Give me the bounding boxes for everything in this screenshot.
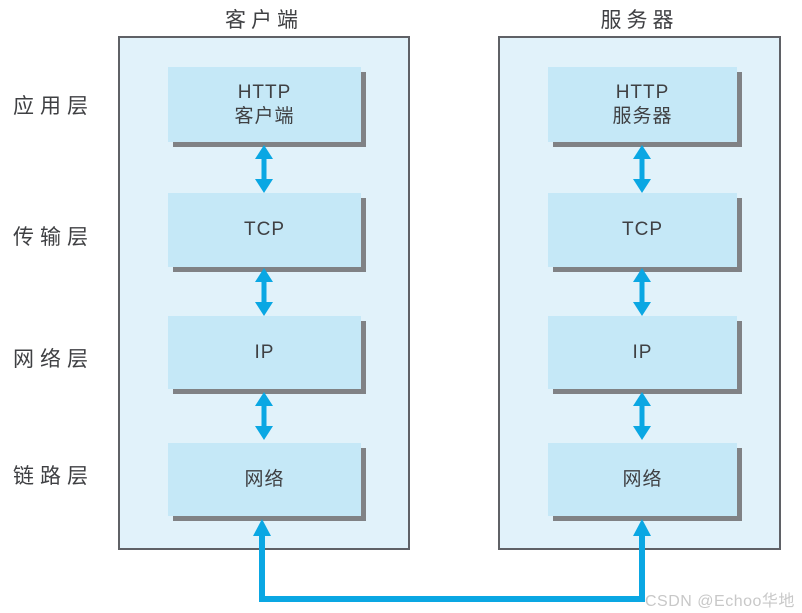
layer-label-application: 应用层 [13,95,94,118]
double-arrow-icon [255,392,273,440]
client-column-title: 客户端 [225,9,303,32]
double-arrow-icon [633,268,651,316]
server-http-box-line2: 服务器 [612,105,673,127]
server-tcp-box-label: TCP [622,219,663,240]
csdn-watermark: CSDN @Echoo华地 [645,593,795,610]
double-arrow-icon [255,268,273,316]
layer-label-network: 网络层 [13,348,94,371]
client-ip-box-label: IP [254,341,275,363]
client-tcp-box-label: TCP [244,219,285,240]
double-arrow-icon [255,145,273,193]
server-column-title: 服务器 [600,9,679,32]
server-ip-box-label: IP [632,341,653,363]
server-network-box-label: 网络 [622,468,663,490]
client-network-box: 网络 [168,443,361,516]
client-network-box-label: 网络 [244,468,285,490]
client-http-box-line2: 客户端 [234,105,295,127]
client-http-box-line1: HTTP [237,81,292,103]
server-network-box: 网络 [548,443,737,516]
double-arrow-icon [633,392,651,440]
server-http-box-line1: HTTP [615,81,670,103]
layer-label-transport: 传输层 [13,226,94,249]
client-http-box: HTTP 客户端 [168,67,361,142]
client-tcp-box: TCP [168,193,361,267]
layer-label-link: 链路层 [13,465,94,488]
server-ip-box: IP [548,316,737,389]
server-tcp-box: TCP [548,193,737,267]
double-arrow-icon [633,145,651,193]
client-ip-box: IP [168,316,361,389]
server-http-box: HTTP 服务器 [548,67,737,142]
